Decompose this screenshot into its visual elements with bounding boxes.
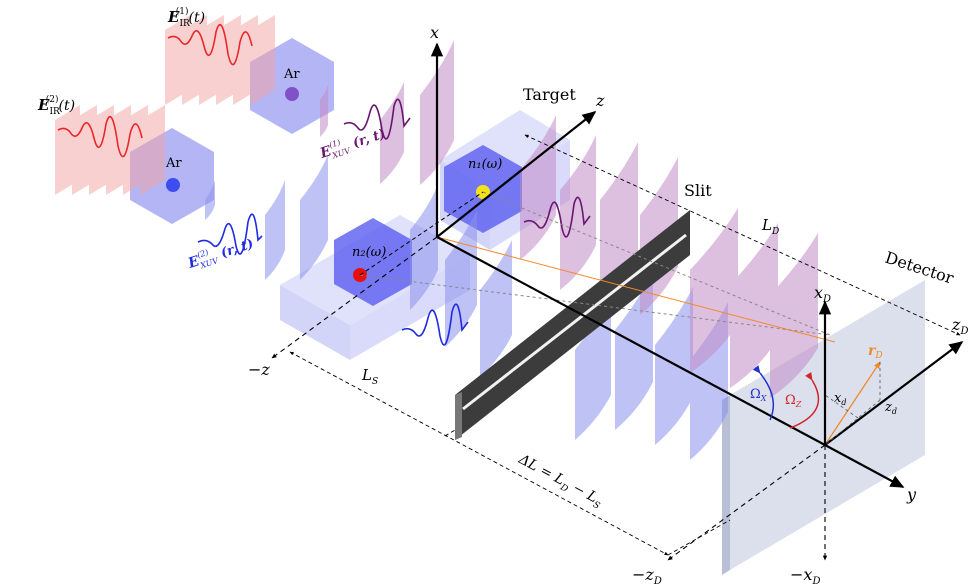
label-zd: zd <box>884 400 897 416</box>
argon-dot-1 <box>285 87 299 101</box>
dimension-lines <box>289 134 961 556</box>
label-axis-y: y <box>906 485 917 504</box>
label-delta-l: ΔL = LD − LS <box>514 451 606 512</box>
omega-x-arc <box>752 365 775 421</box>
r-d-vector <box>824 361 881 446</box>
label-xd: xd <box>834 391 846 407</box>
label-ar-1: Ar <box>283 67 300 82</box>
label-target: Target <box>523 85 576 104</box>
label-e-ir-2: EIR(2)(t) <box>37 94 75 117</box>
minus-z-axis <box>271 236 438 359</box>
label-axis-zd: zD <box>951 315 968 337</box>
label-axis-minus-zd: −zD <box>632 565 662 586</box>
label-omega-x: ΩX <box>750 387 767 403</box>
xuv-waveform-blue-1 <box>197 213 263 255</box>
label-n1: n₁(ω) <box>468 157 502 172</box>
detector-plane <box>722 280 925 575</box>
ir-waveform-1 <box>167 23 253 66</box>
label-axis-minus-z: −z <box>248 360 270 379</box>
ir-pulse-panes-1 <box>165 15 275 105</box>
xuv-waveform-purple-1 <box>343 98 411 140</box>
argon-dot-2 <box>166 178 180 192</box>
omega-z-arc <box>789 371 820 429</box>
label-axis-x: x <box>430 23 439 42</box>
label-detector: Detector <box>883 248 957 288</box>
label-axis-xd: xD <box>814 283 831 305</box>
label-axis-z: z <box>595 91 605 110</box>
label-e-xuv-1: EXUV(1)(r, t) <box>317 124 388 164</box>
label-ld: LD <box>761 216 779 237</box>
label-omega-z: ΩZ <box>785 393 802 409</box>
label-rd: rD <box>868 343 883 361</box>
xuv-waveform-blue-2 <box>401 303 469 346</box>
label-n2: n₂(ω) <box>352 245 386 260</box>
label-slit: Slit <box>684 181 712 200</box>
projection-guides <box>824 362 881 446</box>
label-ls: LS <box>361 366 378 387</box>
ir-pulse-panes-2 <box>55 105 165 195</box>
label-e-ir-1: EIR(1)(t) <box>167 6 205 29</box>
detector-axes-dashed <box>667 444 828 561</box>
main-axes <box>430 42 826 446</box>
label-axis-minus-xd: −xD <box>790 565 820 586</box>
ir-waveform-2 <box>57 115 143 158</box>
label-ar-2: Ar <box>165 156 182 171</box>
